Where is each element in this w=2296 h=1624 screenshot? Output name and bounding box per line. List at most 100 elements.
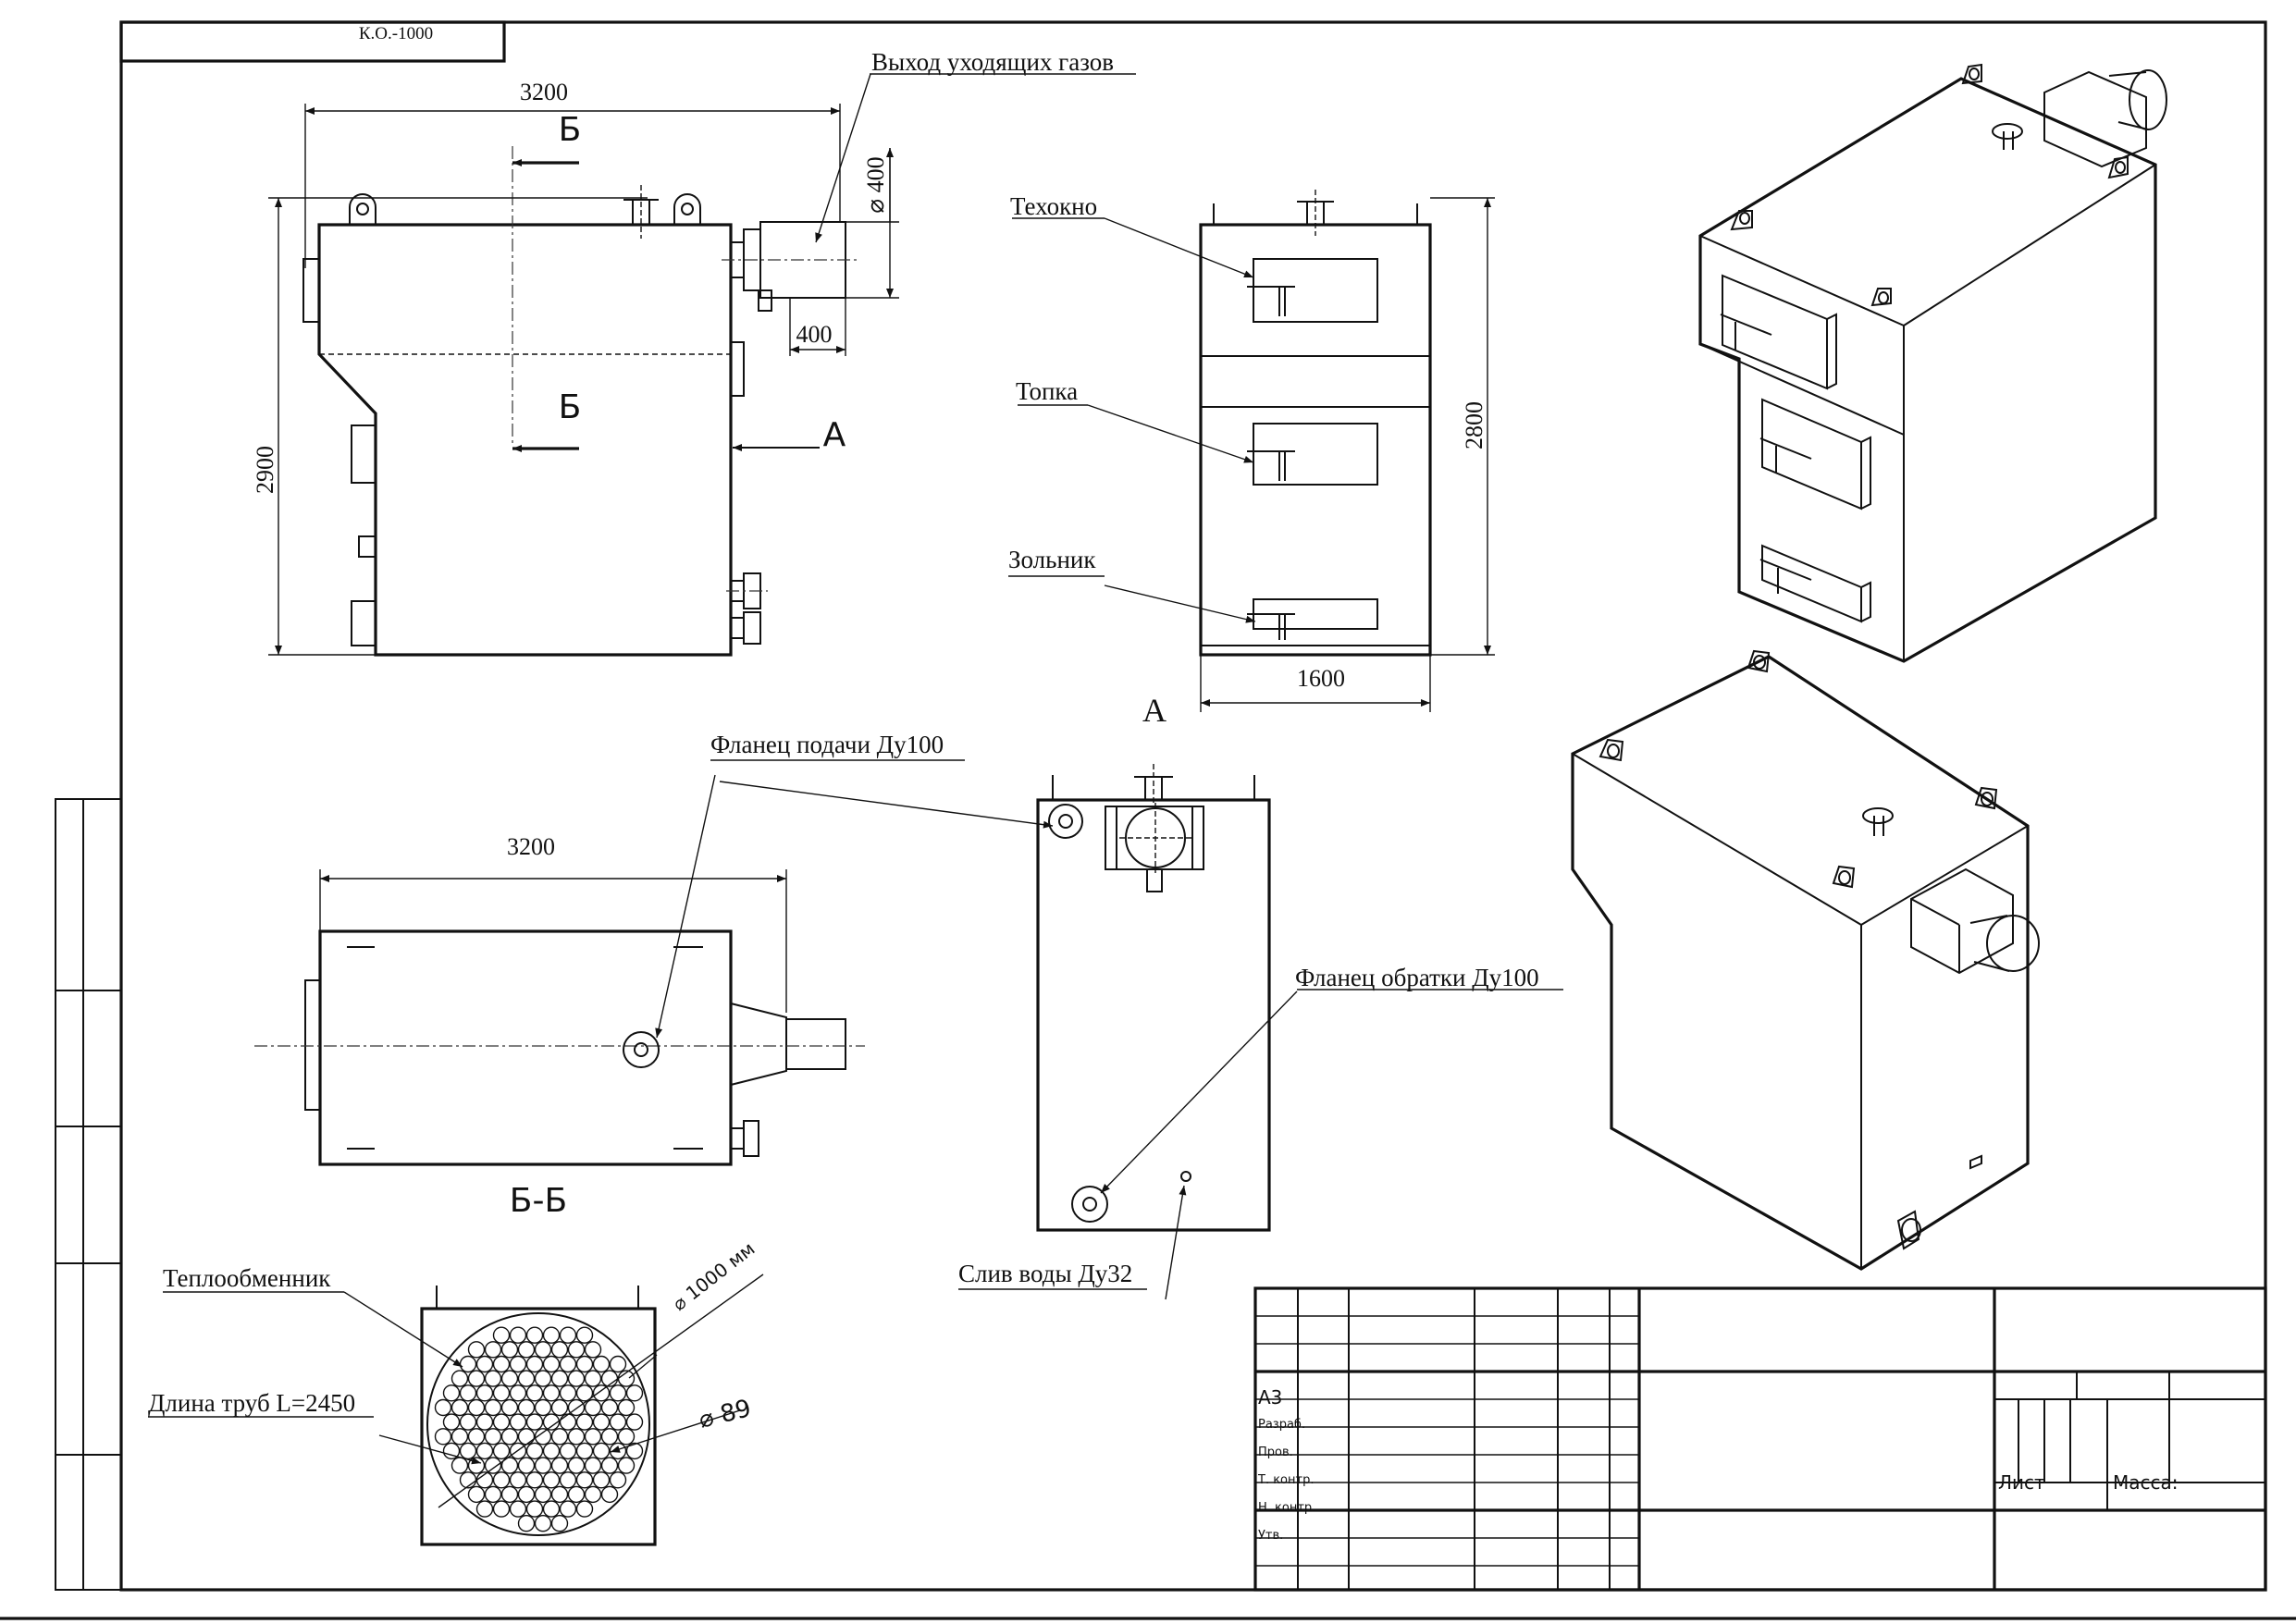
- exchanger-tube: [575, 1500, 594, 1518]
- exchanger-tube: [567, 1341, 586, 1359]
- exchanger-tube: [509, 1442, 527, 1460]
- exchanger-tube: [584, 1341, 602, 1359]
- exchanger-tube: [517, 1485, 536, 1504]
- exchanger-tube: [517, 1370, 536, 1387]
- exchanger-tube: [567, 1485, 586, 1504]
- sheet-label: Лист: [1998, 1471, 2045, 1494]
- exchanger-tube: [509, 1500, 527, 1518]
- side-length-dim: 3200: [520, 79, 568, 105]
- exchanger-tube: [451, 1370, 469, 1387]
- exchanger-tube: [492, 1326, 511, 1344]
- tube-diameter-dim: ⌀ 89: [696, 1395, 754, 1434]
- exchanger-tube: [459, 1442, 477, 1460]
- exchanger-tube: [550, 1514, 569, 1532]
- exchanger-tube: [492, 1355, 511, 1373]
- exchanger-tube: [534, 1428, 552, 1446]
- exchanger-tube: [434, 1428, 452, 1446]
- exchanger-tube: [517, 1398, 536, 1417]
- flue-length-dim: 400: [796, 321, 833, 348]
- sheet-frame: [0, 20, 2296, 1620]
- exchanger-tube: [575, 1384, 594, 1402]
- exchanger-tube: [467, 1485, 486, 1504]
- exchanger-tube: [592, 1355, 611, 1373]
- exchanger-tube: [567, 1398, 586, 1417]
- exchanger-tube: [534, 1457, 552, 1474]
- rear-view: [958, 764, 1563, 1300]
- exchanger-tube: [584, 1457, 602, 1474]
- exchanger-tube: [500, 1428, 519, 1446]
- supply-flange-label: Фланец подачи Ду100: [710, 731, 944, 758]
- exchanger-tube: [525, 1326, 544, 1344]
- exchanger-tube: [517, 1341, 536, 1359]
- exchanger-tube: [559, 1326, 577, 1344]
- exchanger-tube: [500, 1485, 519, 1504]
- exchanger-tube: [525, 1413, 544, 1431]
- exchanger-tube: [542, 1355, 561, 1373]
- exchanger-tube: [600, 1398, 619, 1417]
- exchanger-tube: [559, 1471, 577, 1489]
- exchanger-tube: [484, 1341, 502, 1359]
- exchanger-tube: [625, 1442, 644, 1460]
- exchanger-tube: [475, 1355, 494, 1373]
- exchanger-tube: [550, 1428, 569, 1446]
- section-title: Б-Б: [510, 1182, 567, 1220]
- exchanger-tube: [592, 1413, 611, 1431]
- exchanger-tube: [542, 1442, 561, 1460]
- exchanger-tube: [567, 1457, 586, 1474]
- exchanger-tube: [525, 1355, 544, 1373]
- exchanger-tube: [550, 1398, 569, 1417]
- exchanger-tube: [592, 1471, 611, 1489]
- stamp-row-1: Разраб.: [1258, 1418, 1305, 1432]
- exchanger-tube: [617, 1398, 636, 1417]
- exchanger-tube: [550, 1457, 569, 1474]
- exchanger-tube: [575, 1442, 594, 1460]
- exchanger-tube: [467, 1428, 486, 1446]
- firebox-label: Топка: [1016, 377, 1078, 405]
- exchanger-tube: [559, 1355, 577, 1373]
- exchanger-tube: [525, 1442, 544, 1460]
- front-width-dim: 1600: [1297, 665, 1345, 692]
- format-label: А3: [1258, 1386, 1282, 1409]
- exchanger-tube: [625, 1384, 644, 1402]
- exchanger-tube: [534, 1514, 552, 1532]
- exchanger-tube: [609, 1442, 627, 1460]
- view-a-title: А: [1142, 692, 1167, 729]
- exchanger-tube: [442, 1413, 461, 1431]
- iso-rear-view: [1571, 649, 2040, 1271]
- exchanger-tube: [484, 1485, 502, 1504]
- exchanger-tube: [492, 1384, 511, 1402]
- exchanger-tube: [467, 1398, 486, 1417]
- exchanger-diameter-dim: ⌀ 1000 мм: [668, 1237, 759, 1315]
- drawing-code: К.О.-1000: [359, 24, 433, 43]
- exchanger-tube: [559, 1442, 577, 1460]
- iso-front-view: [1698, 63, 2167, 663]
- exchanger-tube: [500, 1370, 519, 1387]
- exchanger-tube: [567, 1370, 586, 1387]
- exchanger-tube: [467, 1370, 486, 1387]
- exchanger-tube: [484, 1370, 502, 1387]
- exchanger-tube: [509, 1355, 527, 1373]
- exchanger-tube: [625, 1413, 644, 1431]
- exchanger-tube: [542, 1471, 561, 1489]
- exchanger-tube: [542, 1326, 561, 1344]
- exchanger-tube: [451, 1457, 469, 1474]
- exchanger-tube: [609, 1471, 627, 1489]
- mass-label: Масса:: [2113, 1471, 2179, 1494]
- exchanger-tube: [451, 1428, 469, 1446]
- exchanger-tube: [575, 1355, 594, 1373]
- stamp-row-2: Пров.: [1258, 1446, 1293, 1459]
- section-length-dim: 3200: [507, 833, 555, 860]
- exchanger-tube: [492, 1442, 511, 1460]
- exchanger-tube-grid: [434, 1326, 644, 1532]
- exchanger-tube: [609, 1384, 627, 1402]
- exchanger-tube: [500, 1457, 519, 1474]
- exchanger-tube: [609, 1355, 627, 1373]
- exchanger-tube: [584, 1370, 602, 1387]
- heat-exchanger-view: [148, 1273, 764, 1546]
- section-mark-top: Б: [559, 111, 582, 149]
- exchanger-tube: [525, 1384, 544, 1402]
- exchanger-tube: [509, 1471, 527, 1489]
- exchanger-tube: [459, 1413, 477, 1431]
- exchanger-tube: [584, 1398, 602, 1417]
- exchanger-tube: [600, 1428, 619, 1446]
